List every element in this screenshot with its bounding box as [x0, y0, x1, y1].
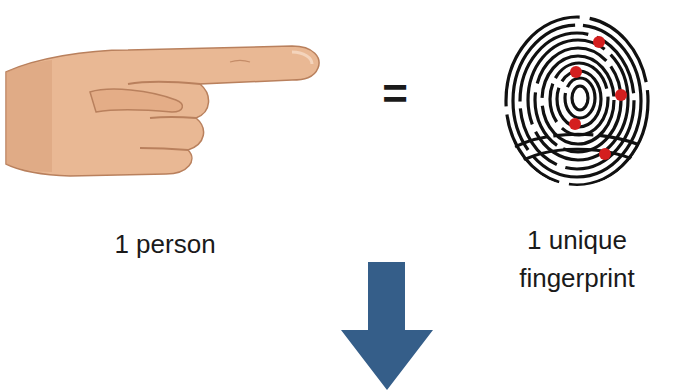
pointing-hand — [6, 46, 319, 176]
finger-crease — [140, 148, 188, 150]
fingerprint — [506, 17, 650, 185]
hand-skin — [6, 46, 319, 176]
thumb — [90, 89, 182, 112]
finger-crease — [128, 82, 200, 84]
caption-label: 1 person — [65, 228, 265, 262]
minutiae-dots — [569, 36, 627, 160]
wrist-shade — [6, 60, 52, 172]
knuckle-line — [230, 61, 250, 63]
finger-crease — [150, 117, 196, 118]
down-arrow — [341, 262, 433, 390]
nail-highlight — [292, 52, 312, 64]
equals-sign: = — [382, 72, 408, 116]
caption-label: 1 unique fingerprint — [492, 222, 662, 297]
